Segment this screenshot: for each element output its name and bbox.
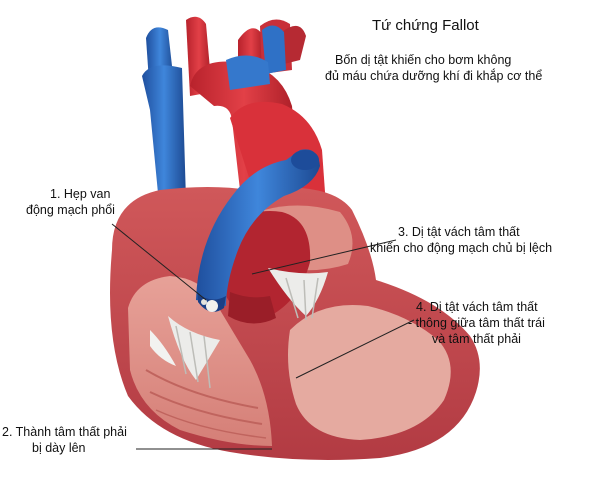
label-2-line-1: 2. Thành tâm thất phải bbox=[2, 425, 127, 439]
page-title: Tứ chứng Fallot bbox=[372, 17, 479, 34]
subtitle-line-1: Bốn dị tật khiến cho bơm không bbox=[335, 53, 512, 67]
label-3-line-2: khiến cho động mạch chủ bị lệch bbox=[370, 241, 553, 255]
leader-lines bbox=[111, 223, 415, 450]
label-2-line-2: bị dày lên bbox=[32, 441, 86, 455]
valves bbox=[150, 268, 328, 389]
label-3-line-1: 3. Dị tật vách tâm thất bbox=[398, 225, 520, 239]
label-4-line-3: và tâm thất phải bbox=[432, 332, 521, 346]
label-1-line-1: 1. Hẹp van bbox=[50, 187, 111, 201]
label-1-line-2: động mạch phổi bbox=[26, 203, 115, 217]
subtitle-line-2: đủ máu chứa dưỡng khí đi khắp cơ thể bbox=[325, 69, 543, 83]
superior-vena-cava bbox=[142, 25, 286, 214]
pulmonary-trunk bbox=[196, 149, 320, 312]
label-4-line-2: - thông giữa tâm thất trái bbox=[408, 316, 545, 330]
label-4-line-1: 4. Dị tật vách tâm thất bbox=[416, 300, 538, 314]
